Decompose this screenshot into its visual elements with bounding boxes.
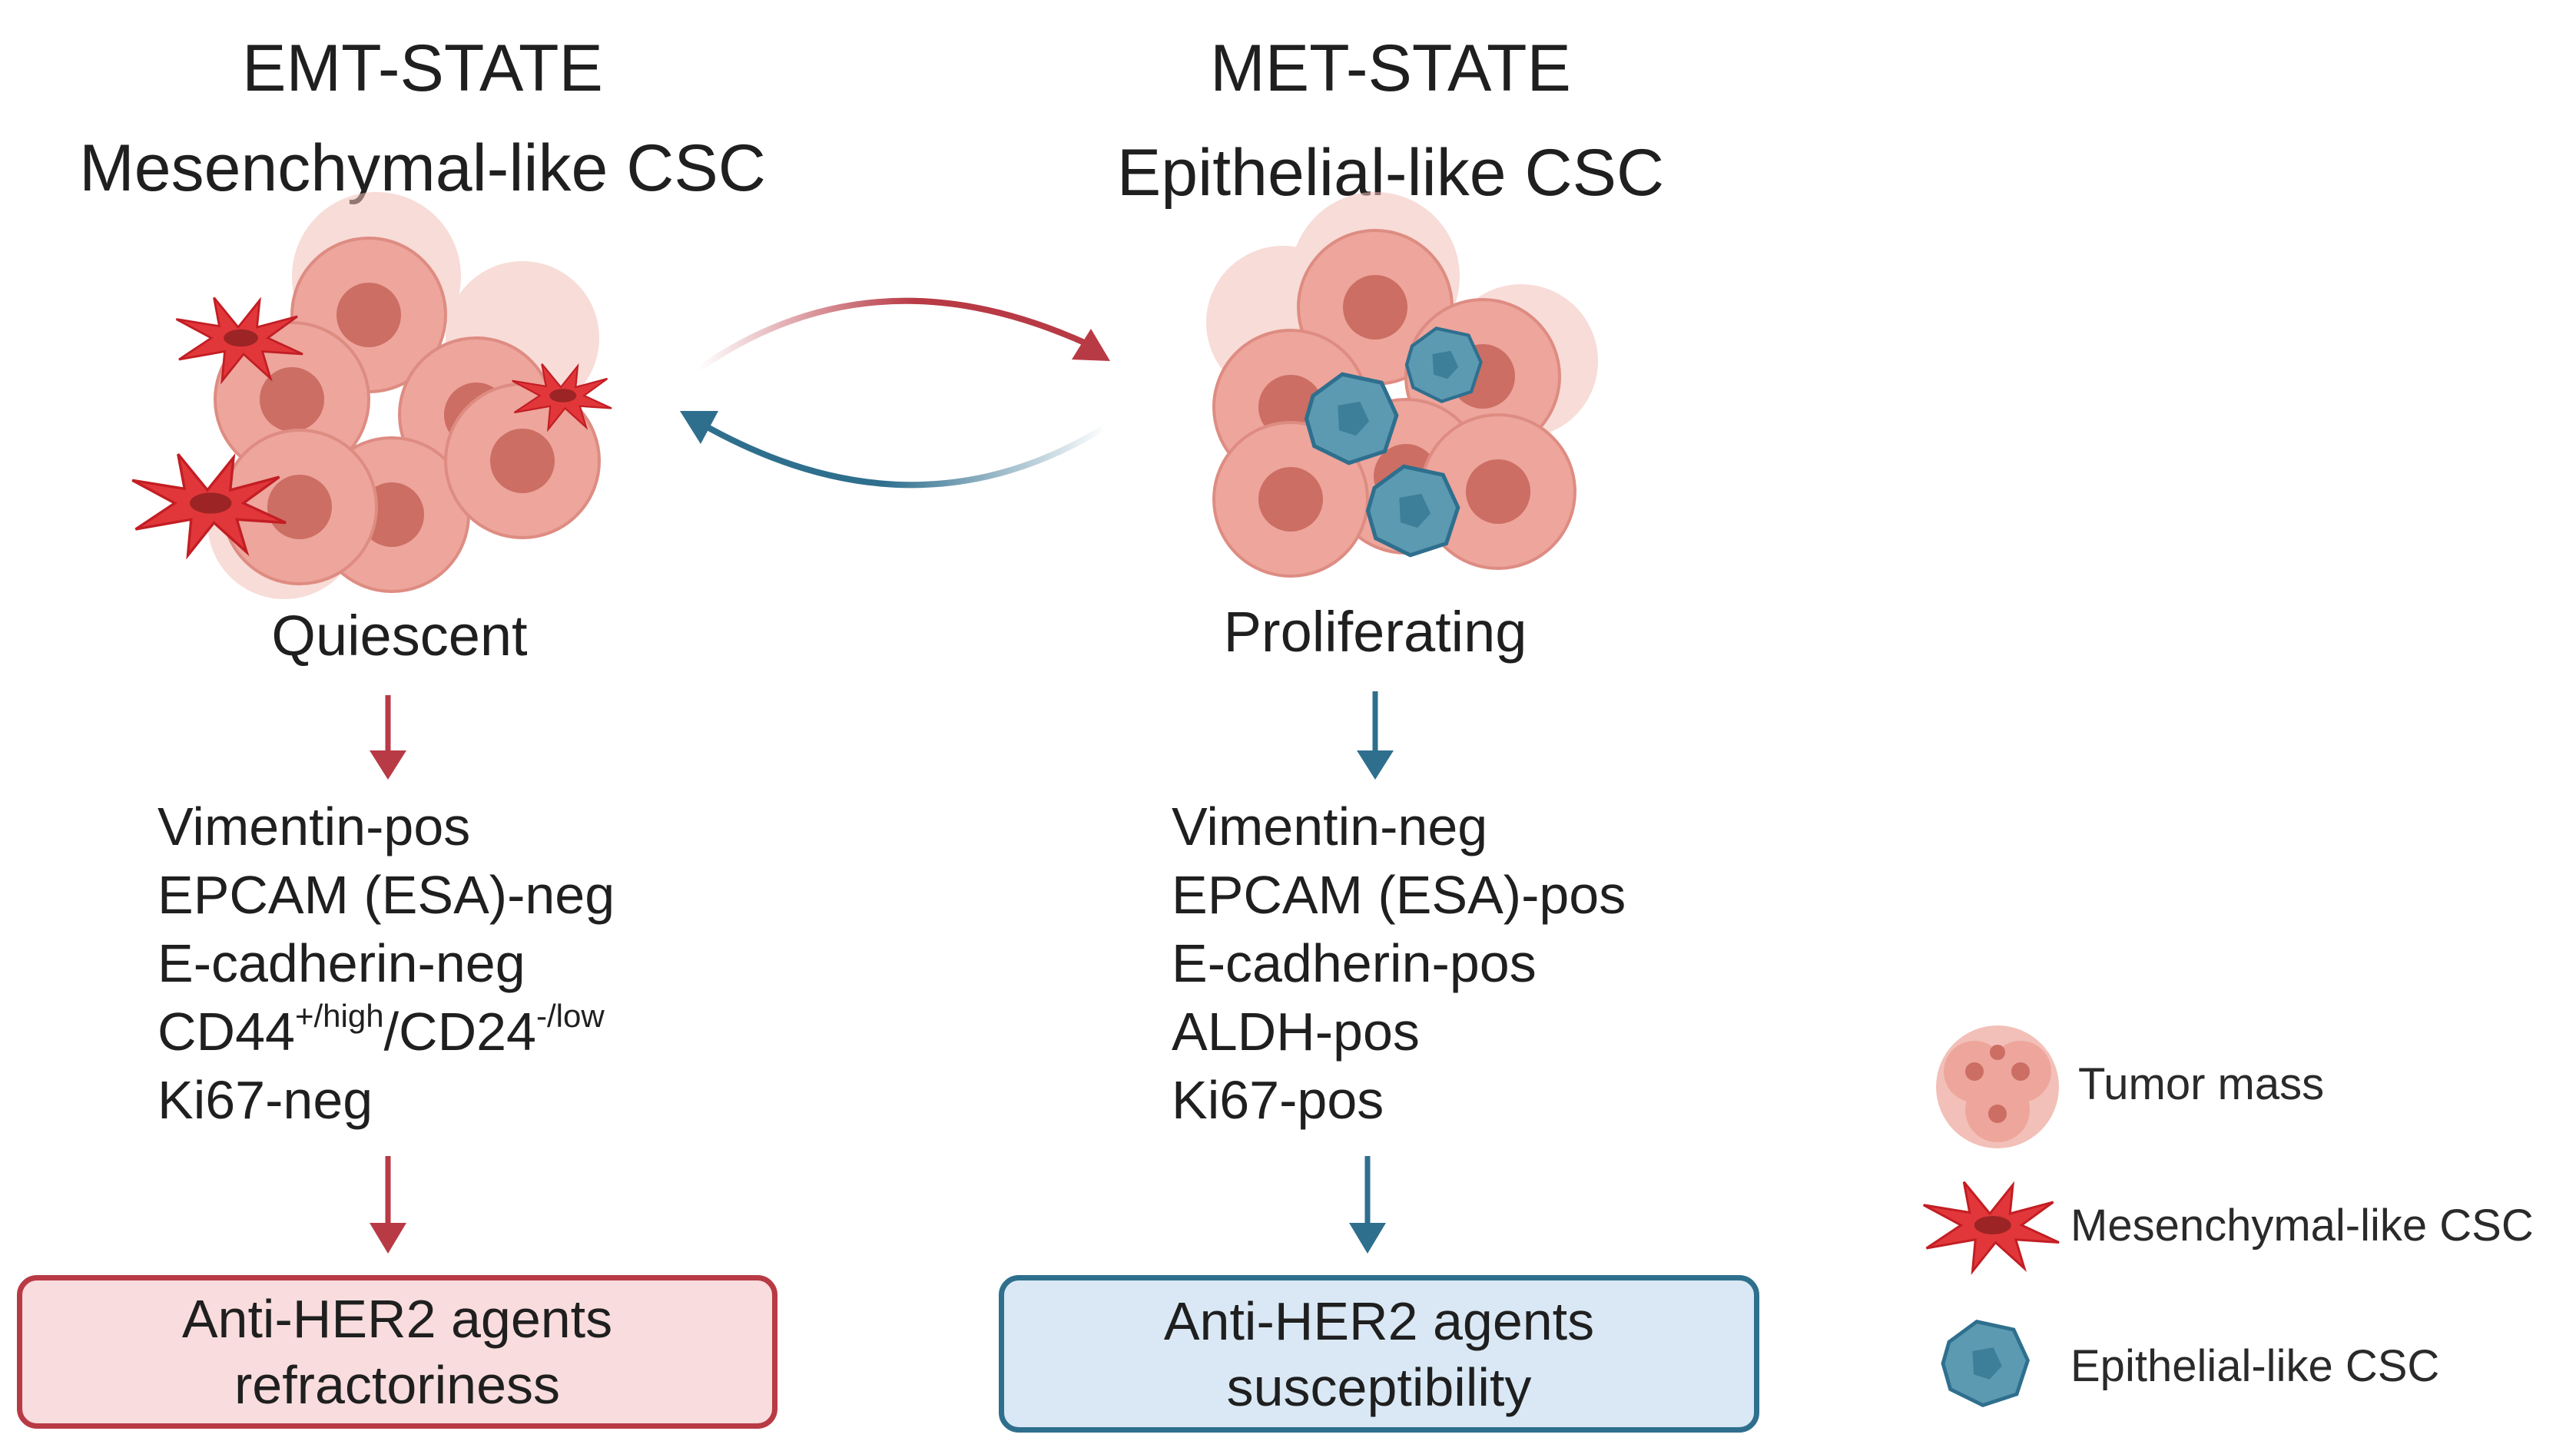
met-marker: EPCAM (ESA)-pos bbox=[1172, 865, 1626, 925]
emt-tumor-illustration bbox=[131, 192, 613, 599]
met-marker: Ki67-pos bbox=[1172, 1070, 1384, 1130]
met-down-arrow-2 bbox=[1349, 1156, 1386, 1254]
emt-marker: Ki67-neg bbox=[157, 1070, 373, 1130]
met-outcome-line1: Anti-HER2 agents bbox=[1163, 1290, 1595, 1351]
emt-heading: EMT-STATE bbox=[242, 31, 603, 105]
emt-marker: Vimentin-pos bbox=[157, 797, 471, 856]
cd44-superscript: +/high bbox=[294, 998, 384, 1034]
met-marker: ALDH-pos bbox=[1172, 1002, 1420, 1062]
met-outcome-line2: susceptibility bbox=[1226, 1357, 1532, 1417]
tumor-mass-icon bbox=[1936, 1025, 2059, 1148]
legend-epithelial-label: Epithelial-like CSC bbox=[2070, 1341, 2440, 1391]
cd44-label: CD44 bbox=[157, 1002, 295, 1062]
epithelial-cell-icon bbox=[1940, 1317, 2032, 1410]
mesenchymal-cell-icon bbox=[1922, 1181, 2060, 1273]
emt-subheading: Mesenchymal-like CSC bbox=[79, 131, 766, 205]
cd24-label: /CD24 bbox=[383, 1002, 536, 1062]
emt-down-arrow-1 bbox=[370, 695, 406, 780]
emt-marker: EPCAM (ESA)-neg bbox=[157, 865, 615, 925]
met-marker: Vimentin-neg bbox=[1172, 797, 1488, 856]
met-outcome-box: Anti-HER2 agents susceptibility bbox=[999, 1275, 1759, 1433]
emt-down-arrow-2 bbox=[370, 1156, 406, 1254]
emt-marker-cd44-cd24: CD44+/high/CD24-/low bbox=[157, 998, 615, 1066]
met-tumor-illustration bbox=[1206, 192, 1598, 578]
emt-marker-list: Vimentin-pos EPCAM (ESA)-neg E-cadherin-… bbox=[157, 793, 615, 1135]
met-marker-list: Vimentin-neg EPCAM (ESA)-pos E-cadherin-… bbox=[1172, 793, 1626, 1135]
emt-outcome-line2: refractoriness bbox=[234, 1355, 561, 1415]
legend-tumor-label: Tumor mass bbox=[2078, 1059, 2325, 1109]
emt-outcome-line1: Anti-HER2 agents bbox=[181, 1289, 613, 1349]
legend-mesenchymal-label: Mesenchymal-like CSC bbox=[2070, 1201, 2534, 1251]
emt-to-met-arrowhead bbox=[1072, 329, 1110, 361]
met-heading: MET-STATE bbox=[1210, 31, 1571, 105]
transition-arrows bbox=[680, 297, 1110, 489]
emt-state-label: Quiescent bbox=[271, 604, 528, 668]
emt-to-met-arrow bbox=[697, 297, 1092, 372]
met-state-label: Proliferating bbox=[1223, 600, 1527, 664]
emt-outcome-box: Anti-HER2 agents refractoriness bbox=[17, 1275, 777, 1429]
cd24-superscript: -/low bbox=[536, 998, 605, 1034]
emt-marker: E-cadherin-neg bbox=[157, 933, 525, 993]
met-to-emt-arrow bbox=[698, 419, 1109, 489]
met-down-arrow-1 bbox=[1357, 691, 1394, 780]
met-to-emt-arrowhead bbox=[680, 411, 718, 444]
met-marker: E-cadherin-pos bbox=[1172, 933, 1537, 993]
